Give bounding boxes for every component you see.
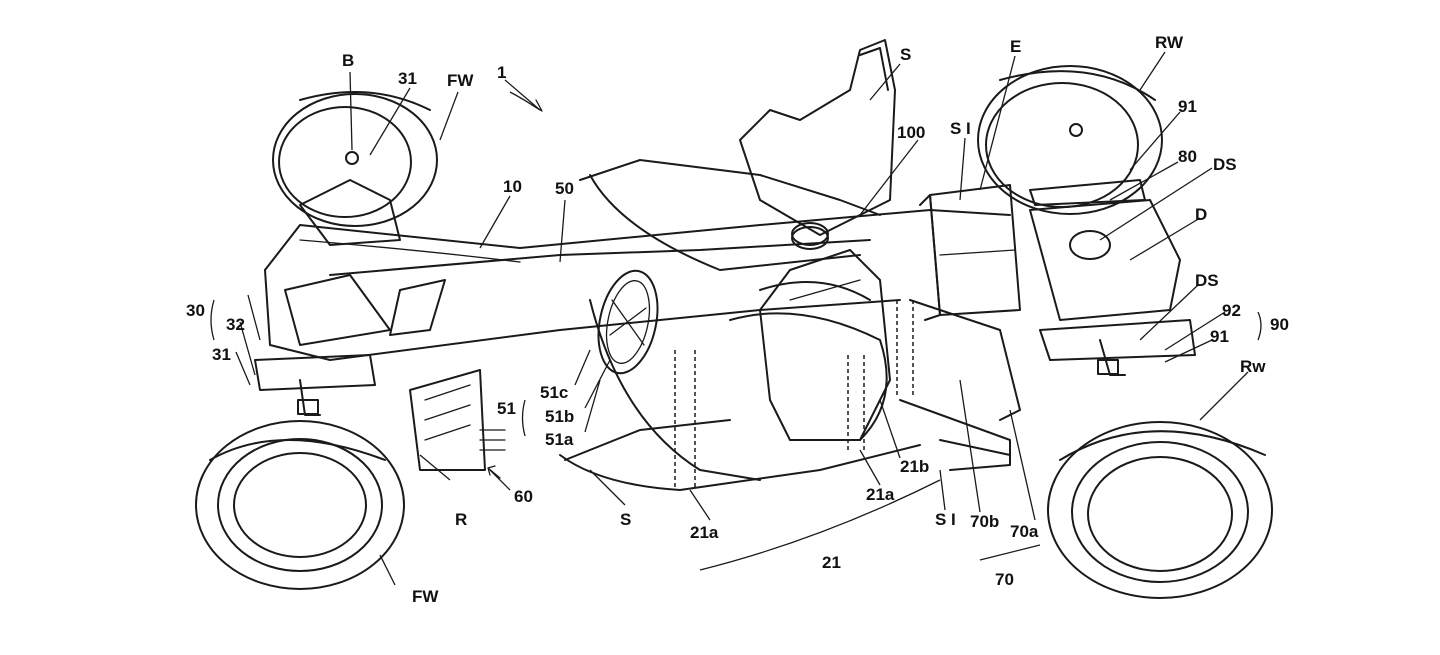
label-10: 10 xyxy=(503,177,522,196)
label-30: 30 xyxy=(186,301,205,320)
front-wheel-top xyxy=(272,91,438,227)
label-21b: 21b xyxy=(900,457,929,476)
label-31-left: 31 xyxy=(212,345,231,364)
annotation-marks xyxy=(210,91,1262,479)
label-rw-mid: Rw xyxy=(1240,357,1266,376)
label-80: 80 xyxy=(1178,147,1197,166)
label-r: R xyxy=(455,510,467,529)
label-31-top: 31 xyxy=(398,69,417,88)
label-fw-bottom: FW xyxy=(412,587,439,606)
label-e: E xyxy=(1010,37,1021,56)
label-51a: 51a xyxy=(545,430,574,449)
label-si-bottom: S I xyxy=(935,510,956,529)
label-32: 32 xyxy=(226,315,245,334)
label-ds-mid: DS xyxy=(1195,271,1219,290)
steering-wheel xyxy=(597,269,659,375)
label-b: B xyxy=(342,51,354,70)
label-51c: 51c xyxy=(540,383,568,402)
label-s-bottom: S xyxy=(620,510,631,529)
label-51b: 51b xyxy=(545,407,574,426)
label-91-mid: 91 xyxy=(1210,327,1229,346)
seats xyxy=(739,39,896,441)
rear-wheel-bottom xyxy=(1047,421,1273,599)
label-70: 70 xyxy=(995,570,1014,589)
front-wheel-bottom xyxy=(195,420,405,590)
label-rw-top: RW xyxy=(1155,33,1184,52)
leader-lines xyxy=(235,51,1249,586)
label-100: 100 xyxy=(897,123,925,142)
rear-wheel-top xyxy=(977,65,1163,215)
label-92: 92 xyxy=(1222,301,1241,320)
label-fw-top: FW xyxy=(447,71,474,90)
label-21a-mid: 21a xyxy=(866,485,895,504)
label-50: 50 xyxy=(555,179,574,198)
label-70b: 70b xyxy=(970,512,999,531)
label-90: 90 xyxy=(1270,315,1289,334)
reference-labels: 1 B 31 FW 10 50 S 100 S I E RW 91 80 D S … xyxy=(186,33,1289,606)
label-70a: 70a xyxy=(1010,522,1039,541)
label-91-top: 91 xyxy=(1178,97,1197,116)
front-suspension xyxy=(254,179,506,471)
label-60: 60 xyxy=(514,487,533,506)
rear-suspension xyxy=(1029,179,1196,376)
label-fig-number: 1 xyxy=(497,63,506,82)
label-ds-top: DS xyxy=(1213,155,1237,174)
frame-spine xyxy=(264,209,1011,361)
label-21: 21 xyxy=(822,553,841,572)
hidden-members xyxy=(674,300,914,490)
label-s-top: S xyxy=(900,45,911,64)
label-d: D xyxy=(1195,205,1207,224)
label-51: 51 xyxy=(497,399,516,418)
label-21a-left: 21a xyxy=(690,523,719,542)
label-si-top: S I xyxy=(950,119,971,138)
fuel-cap xyxy=(791,222,829,250)
